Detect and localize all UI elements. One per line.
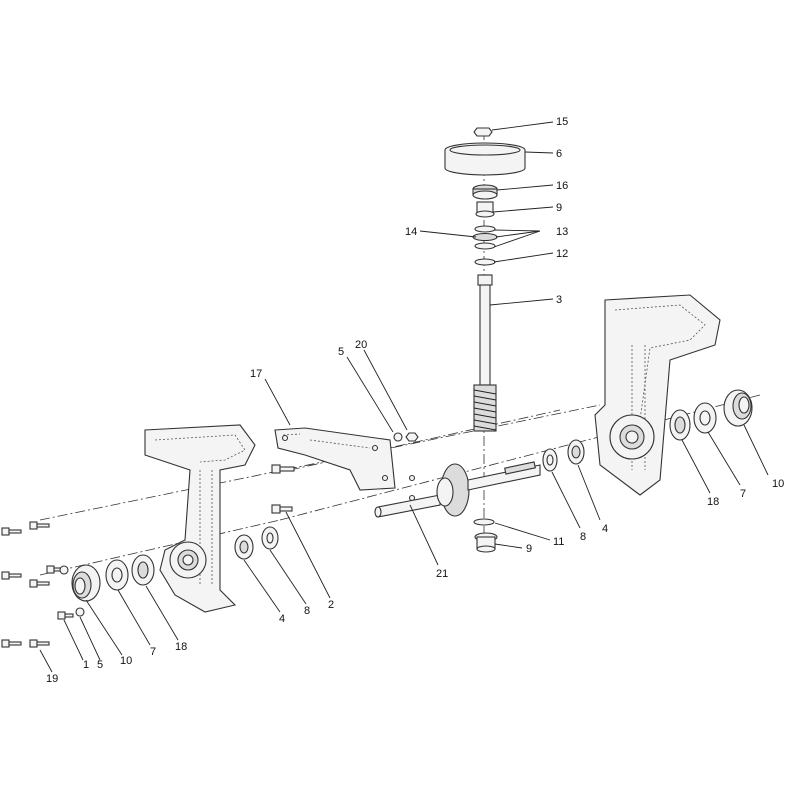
part-7-washer-left: [105, 559, 129, 591]
callout-labels: 15 6 16 9 14 13 12 3 5 20 17 10 7 18 4 8…: [46, 116, 784, 685]
part-18-bearing-right: [669, 409, 691, 441]
part-21-gear-shaft: [374, 461, 541, 518]
bolt: [1, 527, 22, 536]
callout-6: 6: [556, 148, 562, 160]
callout-16: 16: [556, 180, 568, 192]
part-20-nut: [405, 432, 419, 442]
part-3-worm-shaft: [473, 274, 497, 432]
washer: [59, 565, 69, 575]
bracket-bolt: [271, 464, 295, 474]
part-9-sleeve-top: [475, 201, 495, 218]
callout-10: 10: [772, 478, 784, 490]
bolt: [57, 611, 74, 620]
bolt: [29, 579, 50, 588]
part-5-washer-top: [393, 432, 403, 442]
part-4-bearing-right: [567, 439, 585, 465]
callout-2: 2: [328, 599, 334, 611]
callout-20: 20: [355, 339, 367, 351]
callout-14: 14: [405, 226, 417, 238]
callout-9: 9: [556, 202, 562, 214]
part-8-washer-right: [542, 448, 558, 472]
part-8-washer-left: [261, 526, 279, 550]
callout-4: 4: [602, 523, 608, 535]
washer-stack: [472, 225, 498, 266]
callout-11: 11: [553, 536, 564, 548]
callout-4: 4: [279, 613, 285, 625]
callout-8: 8: [304, 605, 310, 617]
bolt: [29, 639, 50, 648]
callout-3: 3: [556, 294, 562, 306]
callout-10: 10: [120, 655, 132, 667]
part-5-washer-bottom: [75, 607, 85, 617]
part-9-sleeve-bottom: [474, 532, 498, 553]
callout-5: 5: [338, 346, 344, 358]
callout-7: 7: [150, 646, 156, 658]
callout-19: 19: [46, 673, 58, 685]
callout-18: 18: [175, 641, 187, 653]
callout-8: 8: [580, 531, 586, 543]
callout-7: 7: [740, 488, 746, 500]
callout-9: 9: [526, 543, 532, 555]
callout-21: 21: [436, 568, 448, 580]
leader-lines: [39, 121, 769, 673]
part-4-bearing-left: [234, 534, 254, 560]
callout-18: 18: [707, 496, 719, 508]
part-10-nut-right: [723, 389, 753, 427]
bolt: [29, 521, 50, 530]
part-7-washer-right: [693, 402, 717, 434]
part-16-bearing: [472, 184, 498, 200]
callout-1: 1: [83, 659, 89, 671]
part-10-nut-left: [71, 564, 101, 602]
bolt: [1, 571, 22, 580]
part-18-bearing-left: [131, 554, 155, 586]
left-gear-housing: [144, 424, 256, 613]
bolt: [1, 639, 22, 648]
part-17-bracket: [274, 427, 416, 502]
worm-thread: [473, 384, 497, 432]
part-11-washer: [473, 518, 495, 526]
callout-15: 15: [556, 116, 568, 128]
part-6-ring: [444, 142, 526, 176]
right-gear-housing: [594, 294, 721, 496]
callout-13: 13: [556, 226, 568, 238]
left-bolt-group: [1, 521, 85, 648]
part-2-bolt: [271, 504, 293, 514]
callout-12: 12: [556, 248, 568, 260]
part-15-nut: [473, 127, 493, 137]
callout-5: 5: [97, 659, 103, 671]
callout-17: 17: [250, 368, 262, 380]
